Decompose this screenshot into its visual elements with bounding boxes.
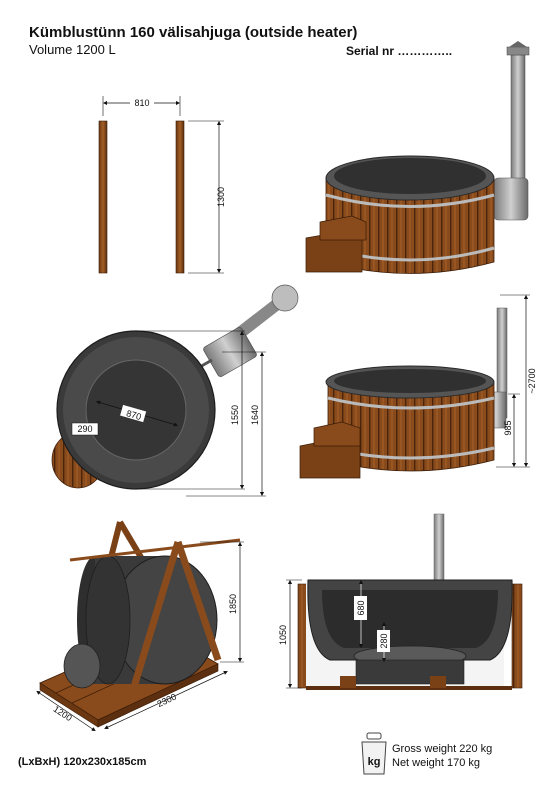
dim-680: 680 — [356, 600, 366, 615]
dim-1300: 1300 — [216, 187, 226, 207]
dim-1550: 1550 — [230, 405, 240, 425]
tub-transport-drawing: 1850 2300 1200 — [36, 520, 244, 732]
dim-870: 870 — [125, 408, 142, 422]
dim-290: 290 — [77, 424, 92, 434]
tub-side-drawing: ~2700 985 — [299, 294, 537, 479]
kg-icon-label: kg — [368, 756, 381, 768]
dim-1640: 1640 — [250, 405, 260, 425]
weight-kg-icon: kg — [361, 732, 387, 775]
tub-plan-drawing: 870 290 1550 1640 — [51, 284, 299, 497]
gross-weight-label: Gross weight 220 kg — [392, 743, 493, 755]
tub-section-drawing: 1050 680 280 — [278, 513, 523, 690]
volume-label: Volume 1200 L — [29, 42, 116, 57]
dim-280: 280 — [379, 633, 389, 648]
floor-bars-drawing: 810 1300 — [98, 96, 226, 274]
tub-perspective-drawing — [305, 41, 530, 274]
net-weight-label: Net weight 170 kg — [392, 757, 481, 769]
dim-1050: 1050 — [278, 625, 288, 645]
dim-2700: ~2700 — [527, 368, 537, 393]
serial-number-label: Serial nr ………….. — [346, 44, 453, 58]
dim-985: 985 — [503, 420, 513, 435]
weights-block: Gross weight 220 kg Net weight 170 kg — [392, 742, 492, 770]
dim-1850: 1850 — [228, 594, 238, 614]
dim-810: 810 — [134, 98, 149, 108]
lbh-dimensions-label: (LxBxH) 120x230x185cm — [18, 756, 147, 768]
page-title: Kümblustünn 160 välisahjuga (outside hea… — [29, 24, 358, 41]
